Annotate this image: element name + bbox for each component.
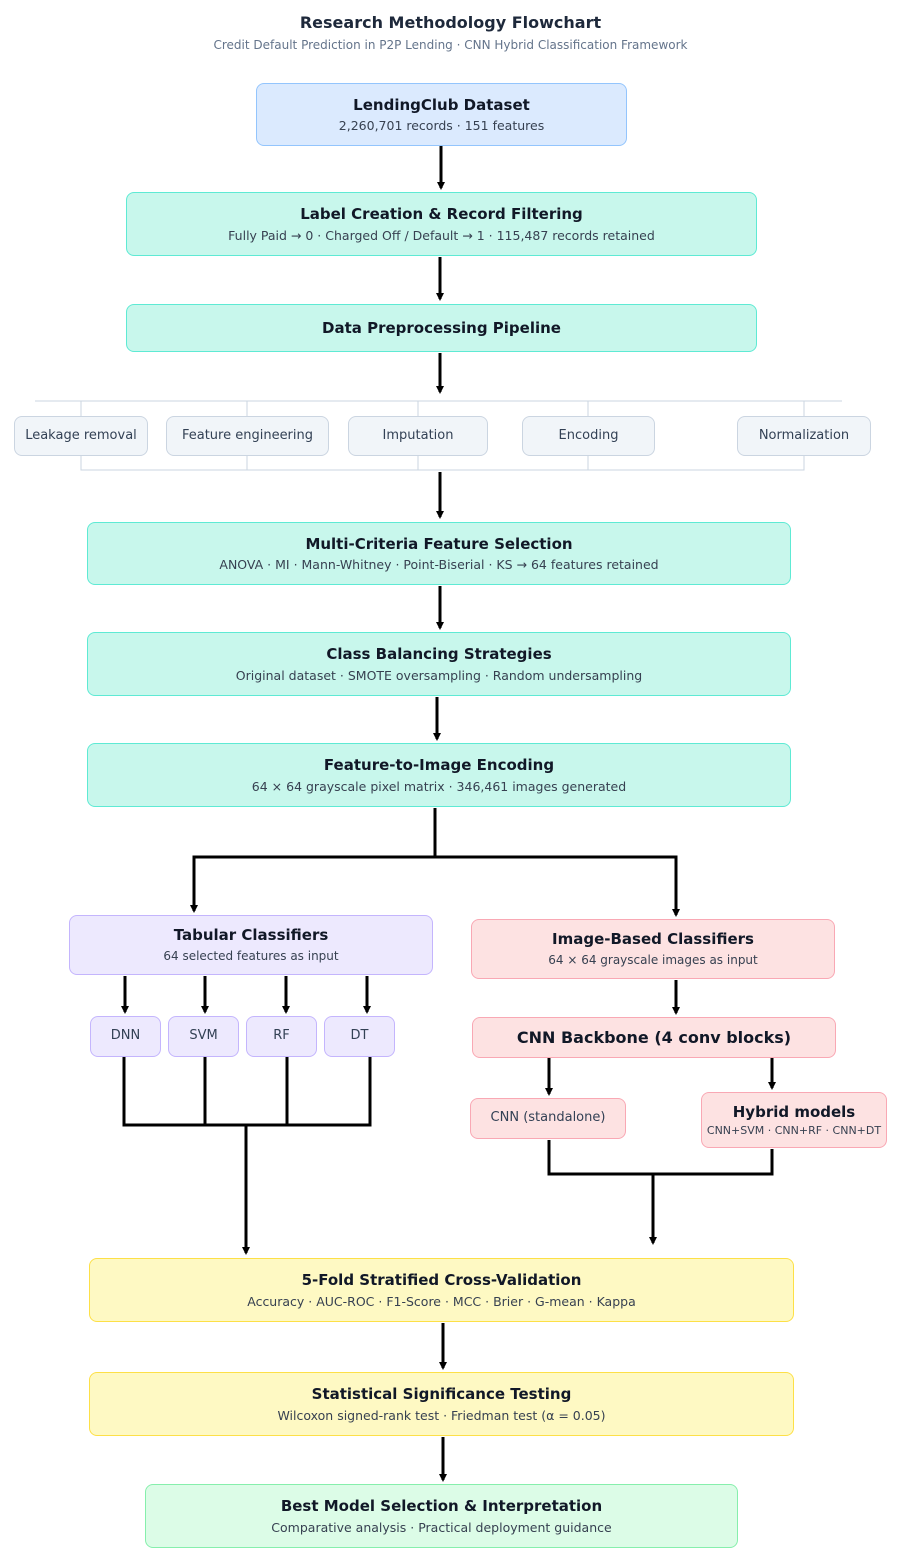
steps-bus-bottom [80,456,805,471]
node-hybrid-title: Hybrid models [732,1103,856,1122]
node-feature-selection-title: Multi-Criteria Feature Selection [305,534,573,553]
model-label: DNN [110,1028,141,1044]
node-significance-subtitle: Wilcoxon signed-rank test · Friedman tes… [277,1407,606,1423]
model-dnn: DNN [90,1016,161,1057]
step-label: Feature engineering [181,427,314,443]
node-hybrid-models: Hybrid models CNN+SVM · CNN+RF · CNN+DT [701,1092,887,1148]
node-tabular-title: Tabular Classifiers [173,926,329,945]
model-label: SVM [189,1028,218,1044]
node-image-encoding-title: Feature-to-Image Encoding [323,756,555,775]
step-imputation: Imputation [348,416,488,456]
node-class-balancing-title: Class Balancing Strategies [326,645,552,664]
node-dataset-title: LendingClub Dataset [353,95,530,114]
node-significance-title: Statistical Significance Testing [311,1385,572,1404]
node-cnn-standalone-title: CNN (standalone) [490,1110,606,1126]
step-leakage-removal: Leakage removal [14,416,148,456]
node-label-creation-subtitle: Fully Paid → 0 · Charged Off / Default →… [228,227,655,243]
node-tabular-subtitle: 64 selected features as input [163,949,339,964]
node-feature-selection: Multi-Criteria Feature Selection ANOVA ·… [87,522,791,585]
node-cnn-backbone: CNN Backbone (4 conv blocks) [472,1017,836,1058]
node-image-based-title: Image-Based Classifiers [552,930,754,949]
node-cross-validation-title: 5-Fold Stratified Cross-Validation [301,1271,582,1290]
node-label-creation-title: Label Creation & Record Filtering [300,205,583,224]
node-image-based-subtitle: 64 × 64 grayscale images as input [548,953,758,968]
step-feature-engineering: Feature engineering [166,416,329,456]
node-dataset-subtitle: 2,260,701 records · 151 features [338,118,545,134]
node-cnn-standalone: CNN (standalone) [470,1098,626,1139]
node-preprocessing-title: Data Preprocessing Pipeline [322,318,561,337]
page-title: Research Methodology Flowchart [299,13,602,32]
node-tabular-classifiers: Tabular Classifiers 64 selected features… [69,915,433,975]
split-encoding-right [435,855,680,917]
node-dataset: LendingClub Dataset 2,260,701 records · … [256,83,627,146]
merge-tabular-models [122,1057,372,1127]
model-label: DT [350,1028,369,1044]
model-dt: DT [324,1016,395,1057]
node-significance-testing: Statistical Significance Testing Wilcoxo… [89,1372,794,1436]
node-preprocessing: Data Preprocessing Pipeline [126,304,757,352]
node-image-encoding: Feature-to-Image Encoding 64 × 64 graysc… [87,743,791,807]
step-label: Imputation [382,427,454,443]
merge-image-models [547,1140,774,1176]
node-cnn-backbone-title: CNN Backbone (4 conv blocks) [516,1027,792,1047]
node-class-balancing: Class Balancing Strategies Original data… [87,632,791,696]
step-label: Leakage removal [25,427,137,443]
node-feature-selection-subtitle: ANOVA · MI · Mann-Whitney · Point-Biseri… [219,557,659,573]
step-label: Normalization [758,427,850,443]
model-svm: SVM [168,1016,239,1057]
node-best-model-title: Best Model Selection & Interpretation [280,1497,603,1516]
node-image-encoding-subtitle: 64 × 64 grayscale pixel matrix · 346,461… [251,778,627,794]
split-encoding [190,808,437,913]
node-image-based-classifiers: Image-Based Classifiers 64 × 64 grayscal… [471,919,835,979]
model-rf: RF [246,1016,317,1057]
step-normalization: Normalization [737,416,871,456]
model-label: RF [273,1028,290,1044]
step-label: Encoding [558,427,619,443]
page-subtitle: Credit Default Prediction in P2P Lending… [213,38,688,52]
node-best-model: Best Model Selection & Interpretation Co… [145,1484,738,1548]
node-cross-validation: 5-Fold Stratified Cross-Validation Accur… [89,1258,794,1322]
step-encoding: Encoding [522,416,655,456]
node-cross-validation-subtitle: Accuracy · AUC-ROC · F1-Score · MCC · Br… [247,1293,636,1309]
node-hybrid-subtitle: CNN+SVM · CNN+RF · CNN+DT [706,1123,882,1137]
node-label-creation: Label Creation & Record Filtering Fully … [126,192,757,256]
node-best-model-subtitle: Comparative analysis · Practical deploym… [271,1519,612,1535]
node-class-balancing-subtitle: Original dataset · SMOTE oversampling · … [235,667,643,683]
